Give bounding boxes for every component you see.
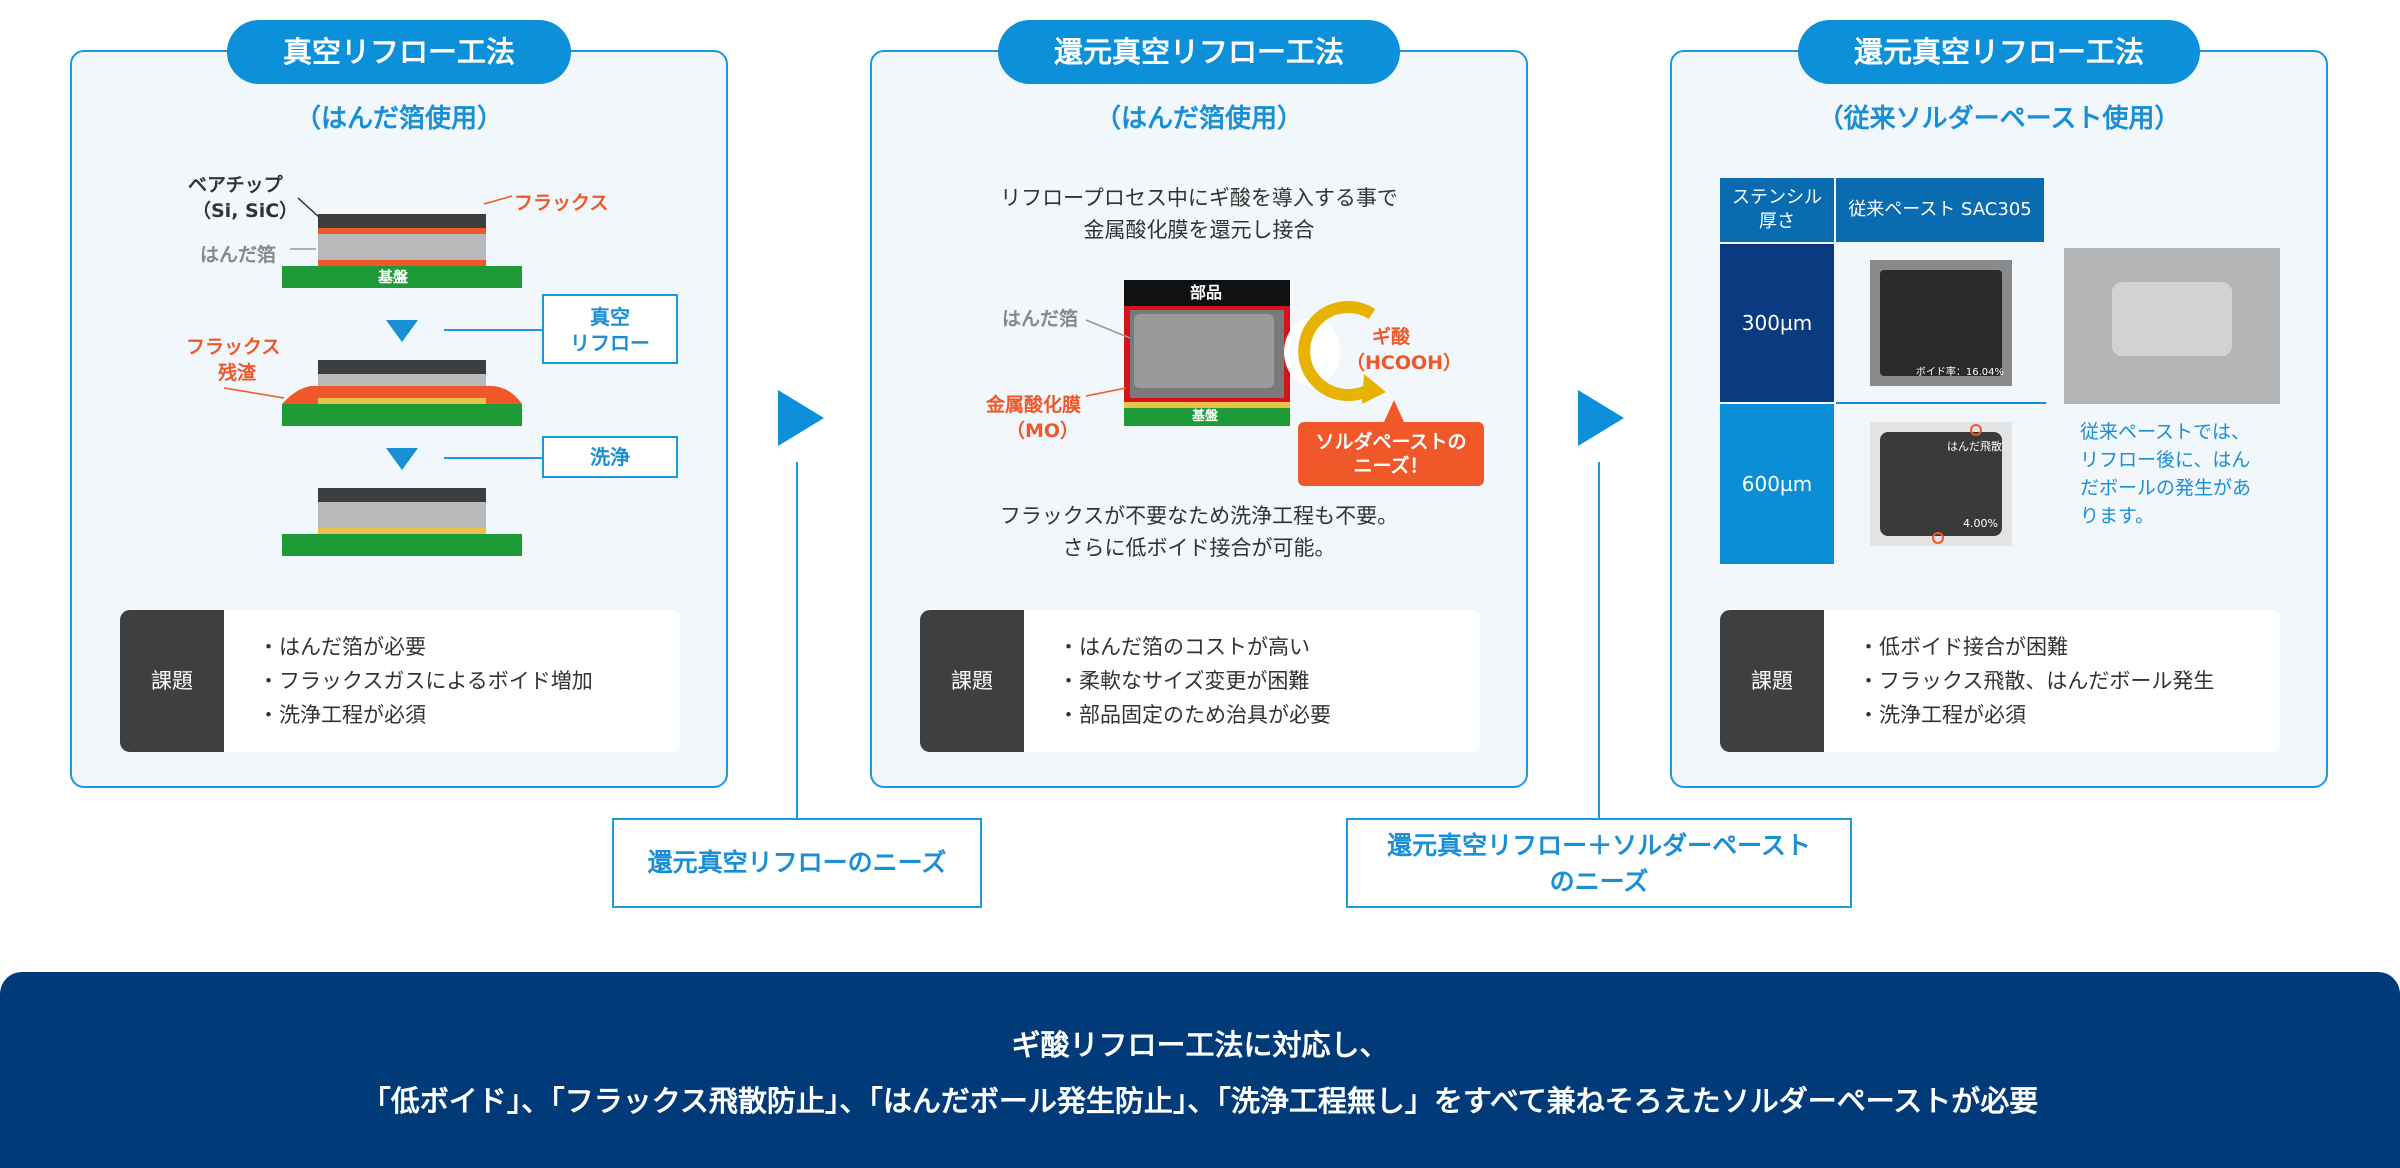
table-header-stencil: ステンシル 厚さ	[1720, 178, 1834, 242]
panel1-subtitle: （はんだ箔使用）	[294, 104, 503, 134]
panel3-note: 従来ペーストでは、 リフロー後に、はん だボールの発生があ ります。	[2080, 418, 2251, 530]
label-metal-oxide: 金属酸化膜	[986, 394, 1082, 416]
table-divider	[1836, 402, 2046, 404]
needs-bubble-line1: ソルダペーストの	[1315, 431, 1467, 453]
issue-list: ・はんだ箔のコストが高い ・柔軟なサイズ変更が困難 ・部品固定のため治具が必要	[1058, 630, 1331, 732]
table-header-paste: 従来ペースト SAC305	[1836, 178, 2044, 242]
issue-list: ・はんだ箔が必要 ・フラックスガスによるボイド増加 ・洗浄工程が必須	[258, 630, 593, 732]
panel2-note-line2: さらに低ボイド接合が可能。	[1062, 536, 1336, 560]
needs-bubble: ソルダペーストの ニーズ！	[1298, 430, 1484, 478]
label-formic-acid-formula: （HCOOH）	[1346, 352, 1463, 374]
issue-item: ・柔軟なサイズ変更が困難	[1058, 669, 1310, 693]
play-arrow-icon	[778, 390, 824, 446]
issue-box: 課題 ・低ボイド接合が困難 ・フラックス飛散、はんだボール発生 ・洗浄工程が必須	[1720, 610, 2280, 752]
issue-item: ・はんだ箔が必要	[258, 635, 426, 659]
panel3-note-line4: ります。	[2080, 505, 2155, 527]
panel3-note-line3: だボールの発生があ	[2080, 477, 2252, 499]
banner-line2: 「低ボイド」、「フラックス飛散防止」、「はんだボール発生防止」、「洗浄工程無し」…	[361, 1084, 2039, 1118]
panel2-note-line1: フラックスが不要なため洗浄工程も不要。	[999, 504, 1399, 528]
callout-vacuum-reflow-line1: 真空	[590, 305, 630, 329]
issue-item: ・洗浄工程が必須	[258, 703, 426, 727]
callout-vacuum-reflow-line2: リフロー	[570, 331, 650, 355]
label-substrate: 基盤	[1192, 409, 1219, 424]
label-formic-acid: ギ酸	[1372, 326, 1411, 348]
issue-item: ・フラックスガスによるボイド増加	[258, 669, 593, 693]
panel-reduction-vacuum-reflow-foil: 還元真空リフロー工法 （はんだ箔使用） リフロープロセス中にギ酸を導入する事で …	[870, 20, 1528, 788]
issue-item: ・低ボイド接合が困難	[1858, 635, 2068, 659]
label-flux-residue-2: 残渣	[218, 362, 257, 384]
callout-vacuum-reflow: 真空 リフロー	[542, 294, 678, 364]
panel3-subtitle: （従来ソルダーペースト使用）	[1817, 104, 2181, 134]
needs-callout-paste-line1: 還元真空リフロー＋ソルダーペースト	[1387, 831, 1811, 860]
label-bare-chip-type: （Si, SiC）	[192, 200, 299, 222]
sample-photo-chip	[2112, 282, 2232, 356]
panel-vacuum-reflow: 真空リフロー工法 （はんだ箔使用） ベアチップ （Si, SiC） フラックス …	[70, 20, 728, 788]
banner-line1: ギ酸リフロー工法に対応し、	[1011, 1028, 1389, 1062]
needs-callout-reduction: 還元真空リフローのニーズ	[612, 818, 982, 908]
xray-image-300: ボイド率：16.04%	[1870, 260, 2012, 386]
solder-spatter-tag: はんだ飛散	[1947, 440, 2002, 453]
panel2-description-line1: リフロープロセス中にギ酸を導入する事で	[1000, 186, 1398, 210]
table-header-stencil-line1: ステンシル	[1732, 187, 1822, 208]
panel3-note-line2: リフロー後に、はん	[2080, 449, 2251, 471]
panel3-title: 還元真空リフロー工法	[1797, 20, 2201, 84]
void-rate-caption: ボイド率：16.04%	[1915, 367, 2004, 378]
label-bare-chip: ベアチップ	[188, 174, 283, 196]
label-solder-foil: はんだ箔	[200, 244, 277, 266]
needs-callout-paste-line2: のニーズ	[1549, 867, 1649, 896]
label-substrate: 基盤	[378, 268, 409, 286]
marker-circle-icon	[1970, 424, 1982, 436]
issue-list: ・低ボイド接合が困難 ・フラックス飛散、はんだボール発生 ・洗浄工程が必須	[1858, 630, 2214, 732]
sample-photo	[2064, 248, 2280, 404]
play-arrow-icon	[1578, 390, 1624, 446]
table-row-600: 600µm	[1720, 404, 1834, 564]
panel2-description: リフロープロセス中にギ酸を導入する事で 金属酸化膜を還元し接合	[872, 182, 1526, 246]
issue-label: 課題	[120, 610, 224, 752]
issue-box: 課題 ・はんだ箔のコストが高い ・柔軟なサイズ変更が困難 ・部品固定のため治具が…	[920, 610, 1480, 752]
xray-image-600: はんだ飛散 4.00%	[1870, 422, 2012, 546]
issue-label: 課題	[1720, 610, 1824, 752]
label-flux-residue: フラックス	[186, 336, 281, 358]
issue-box: 課題 ・はんだ箔が必要 ・フラックスガスによるボイド増加 ・洗浄工程が必須	[120, 610, 680, 752]
callout-cleaning: 洗浄	[542, 436, 678, 478]
table-header-stencil-line2: 厚さ	[1759, 211, 1795, 232]
void-rate-caption-600: 4.00%	[1963, 517, 1998, 530]
needs-callout-paste: 還元真空リフロー＋ソルダーペースト のニーズ	[1346, 818, 1852, 908]
panel2-subtitle: （はんだ箔使用）	[1094, 104, 1303, 134]
layer-stack-diagram	[223, 195, 542, 556]
issue-item: ・洗浄工程が必須	[1858, 703, 2026, 727]
marker-circle-icon	[1932, 532, 1944, 544]
panel2-note: フラックスが不要なため洗浄工程も不要。 さらに低ボイド接合が可能。	[872, 500, 1526, 564]
label-flux: フラックス	[514, 192, 609, 214]
label-part: 部品	[1190, 283, 1223, 302]
issue-item: ・部品固定のため治具が必要	[1058, 703, 1331, 727]
conclusion-banner: ギ酸リフロー工法に対応し、 「低ボイド」、「フラックス飛散防止」、「はんだボール…	[0, 972, 2400, 1168]
issue-item: ・はんだ箔のコストが高い	[1058, 635, 1310, 659]
arrow-down-icon	[386, 320, 418, 342]
xray-image-300-chip	[1880, 270, 2002, 376]
panel2-description-line2: 金属酸化膜を還元し接合	[1083, 218, 1315, 242]
arrow-down-icon	[386, 448, 418, 470]
label-solder-foil: はんだ箔	[1002, 308, 1079, 330]
table-row-300: 300µm	[1720, 244, 1834, 402]
issue-item: ・フラックス飛散、はんだボール発生	[1858, 669, 2215, 693]
formic-acid-diagram	[1085, 280, 1484, 486]
panel2-title: 還元真空リフロー工法	[997, 20, 1401, 84]
connector-line	[1598, 462, 1600, 818]
issue-label: 課題	[920, 610, 1024, 752]
label-metal-oxide-2: （MO）	[1006, 420, 1080, 442]
needs-bubble-line2: ニーズ！	[1353, 455, 1429, 477]
connector-line	[796, 462, 798, 818]
panel3-note-line1: 従来ペーストでは、	[2080, 421, 2251, 443]
panel1-title: 真空リフロー工法	[226, 20, 572, 84]
panel-reduction-vacuum-reflow-paste: 還元真空リフロー工法 （従来ソルダーペースト使用） ステンシル 厚さ 従来ペース…	[1670, 20, 2328, 788]
xray-image-600-chip	[1880, 432, 2002, 536]
